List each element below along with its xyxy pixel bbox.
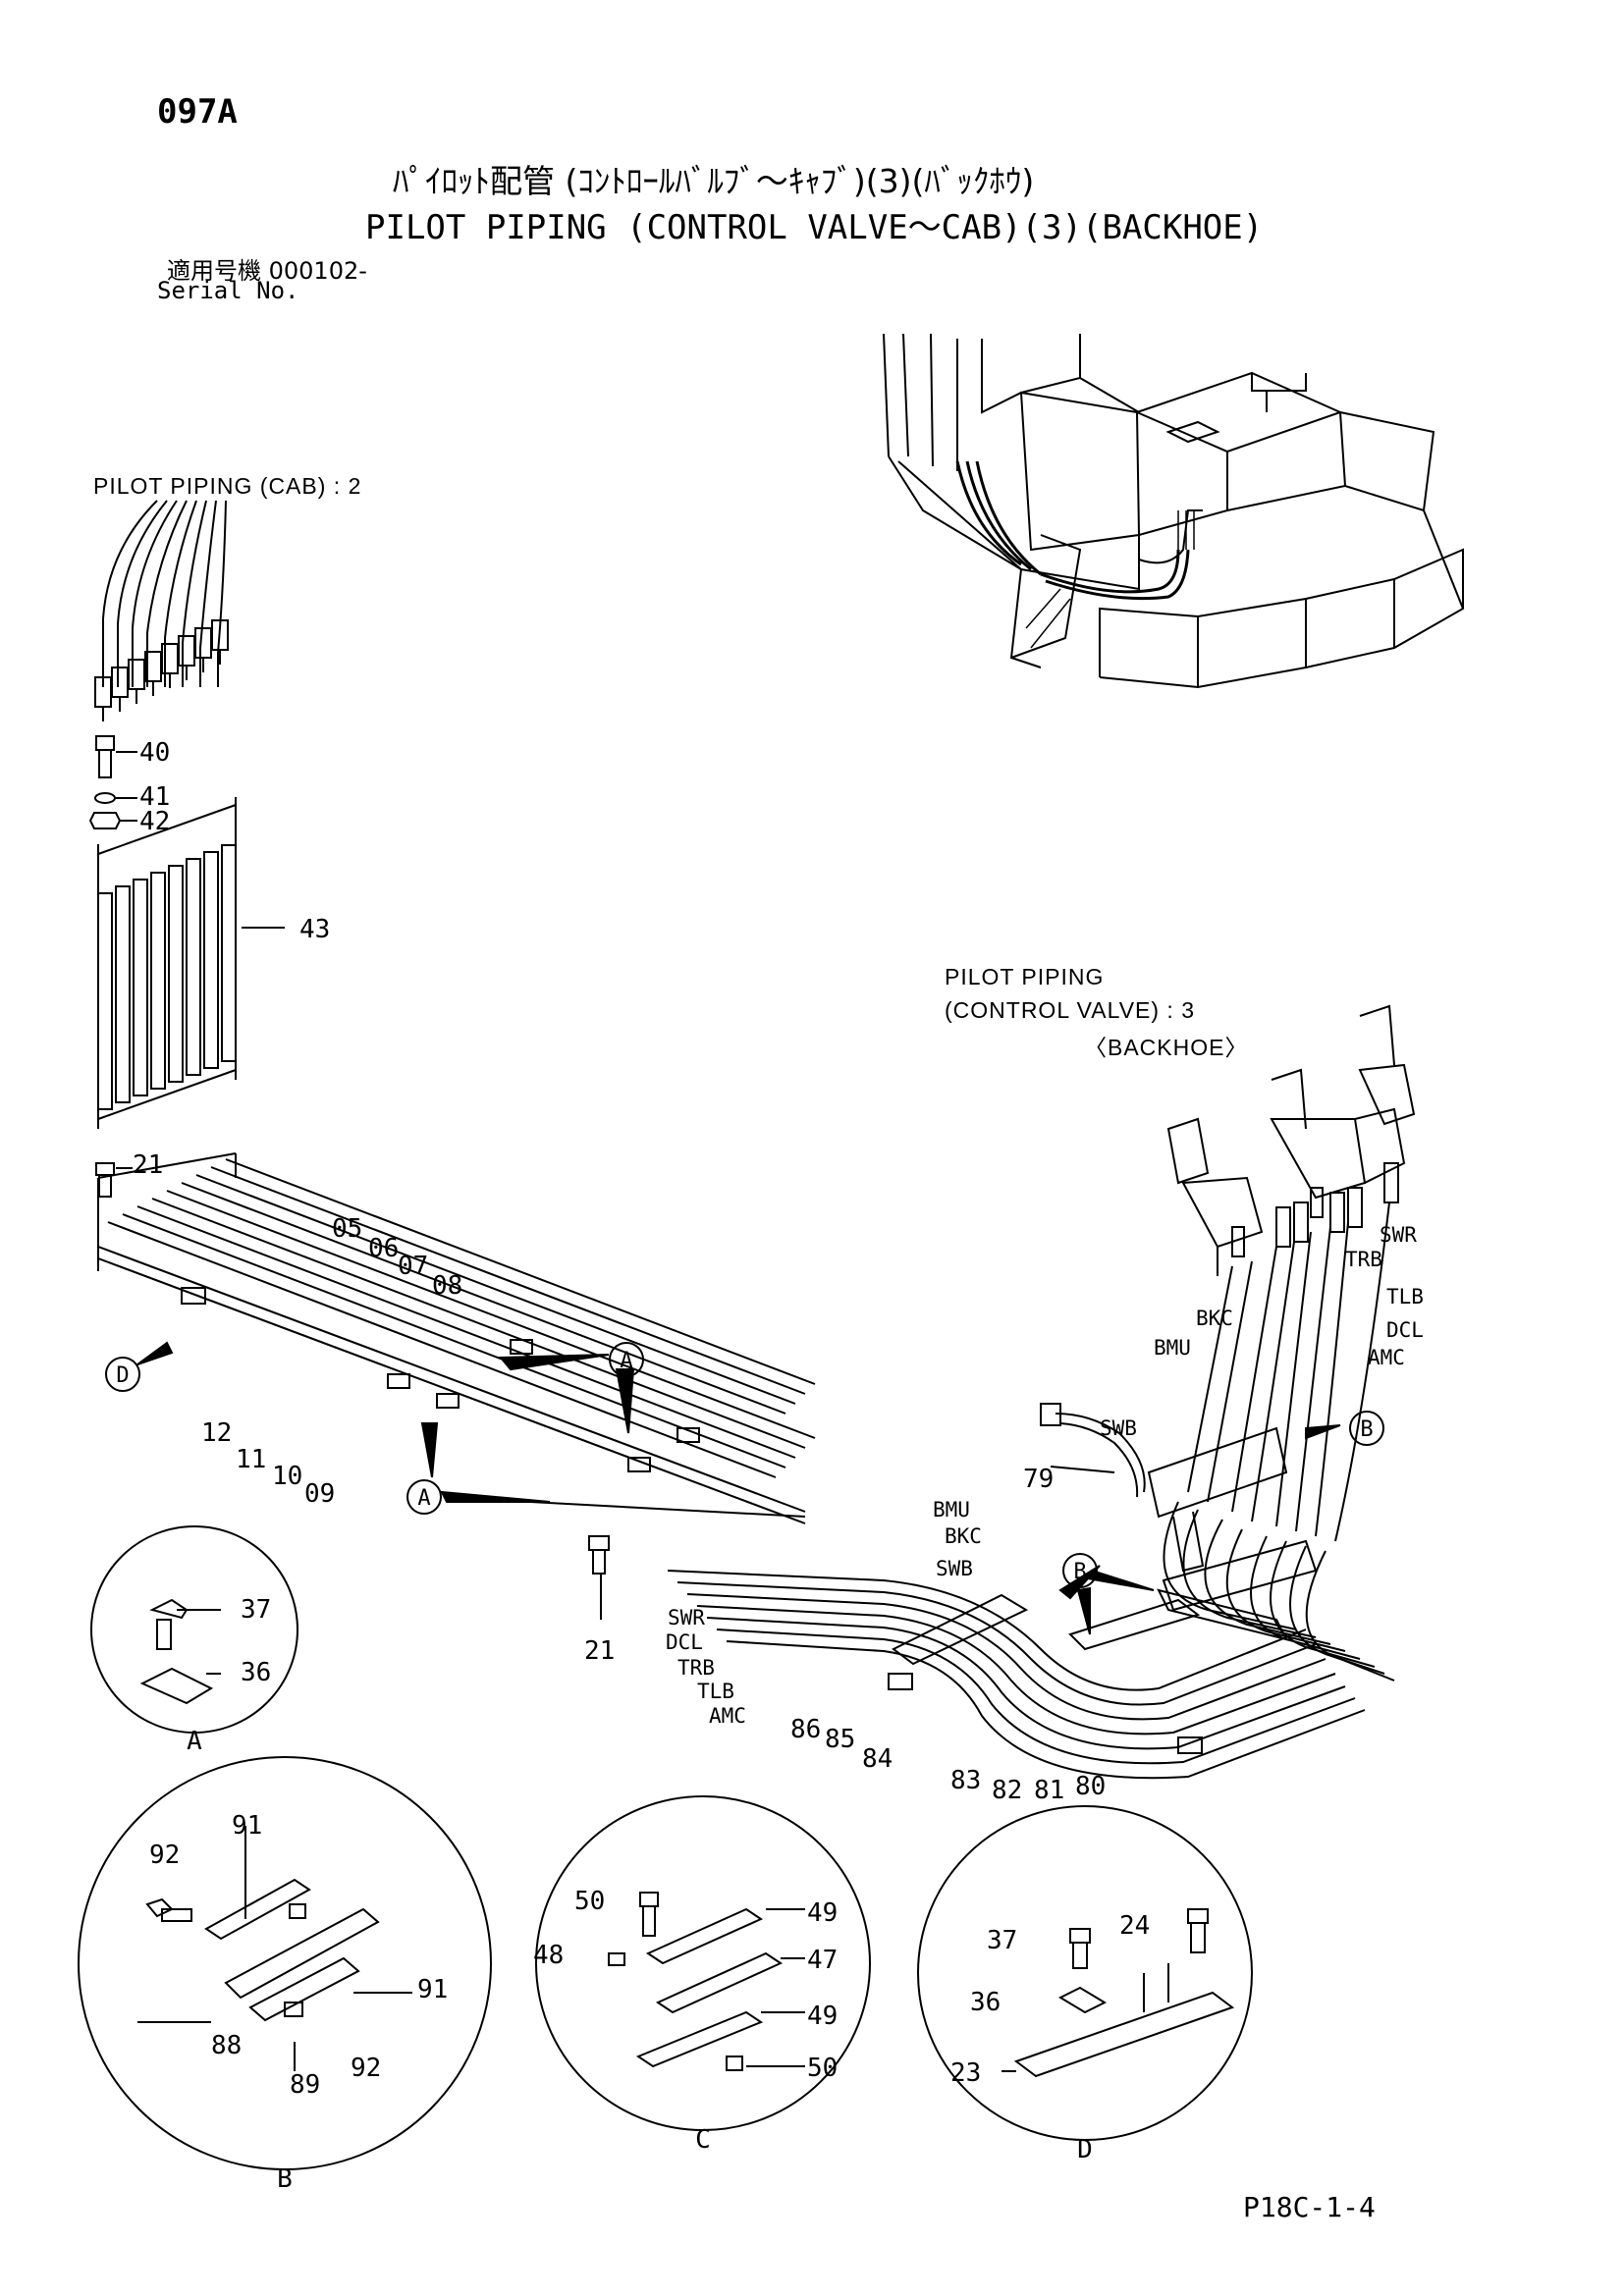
detail-a: [90, 1525, 298, 1734]
callout-number-36: 36: [970, 1988, 1001, 2017]
callout-number-40: 40: [139, 738, 170, 768]
port-label-bmu: BMU: [933, 1498, 970, 1522]
port-label-bkc: BKC: [945, 1524, 982, 1548]
port-label-amc: AMC: [1368, 1346, 1405, 1369]
port-label-trb: TRB: [1345, 1248, 1382, 1271]
hose-79: [1040, 1403, 1146, 1498]
callout-number-91: 91: [232, 1811, 262, 1841]
view-marker-a: A: [417, 1486, 430, 1511]
callout-number-37: 37: [241, 1595, 271, 1625]
detail-label-b: B: [277, 2164, 293, 2194]
page-title-japanese: ﾊﾟｲﾛｯﾄ配管 (ｺﾝﾄﾛｰﾙﾊﾞﾙﾌﾞ～ｷｬﾌﾞ)(3)(ﾊﾞｯｸﾎｳ): [393, 162, 1035, 200]
callout-number-91: 91: [417, 1975, 448, 2004]
callout-number-92: 92: [149, 1841, 180, 1870]
callout-number-86: 86: [790, 1715, 821, 1744]
view-arrows-a: [136, 1341, 635, 1503]
view-arrows-b: [1058, 1424, 1341, 1635]
pipe-run-80-86: [667, 1570, 1366, 1780]
port-label-swb: SWB: [936, 1557, 973, 1580]
view-marker-a: A: [620, 1349, 632, 1373]
hose-assembly-43: [97, 797, 285, 1129]
section-label-control-valve-2: (CONTROL VALVE) : 3: [945, 997, 1196, 1023]
port-label-dcl: DCL: [1386, 1318, 1424, 1342]
view-marker-b: B: [1073, 1560, 1086, 1584]
callout-number-08: 08: [432, 1271, 462, 1301]
detail-d: [917, 1805, 1253, 2141]
callout-number-37: 37: [987, 1926, 1017, 1955]
adapter-21: [95, 1162, 133, 1198]
detail-label-c: C: [695, 2125, 711, 2155]
port-label-swr: SWR: [1380, 1223, 1417, 1247]
view-marker-shapes: [105, 1342, 1384, 1588]
section-label-control-valve-1: PILOT PIPING: [945, 964, 1105, 989]
callout-number-88: 88: [211, 2031, 242, 2060]
callout-number-85: 85: [825, 1725, 855, 1754]
callout-number-50: 50: [574, 1887, 605, 1916]
adapter-21-center: [588, 1535, 610, 1620]
detail-b: [78, 1756, 492, 2170]
serial-label: Serial No.: [157, 277, 299, 304]
callout-number-06: 06: [368, 1234, 399, 1263]
port-label-bmu: BMU: [1154, 1336, 1191, 1360]
machine-overview-illustration: [883, 333, 1465, 689]
detail-label-a: A: [187, 1727, 202, 1756]
callout-number-12: 12: [201, 1418, 232, 1448]
port-label-trb: TRB: [677, 1656, 715, 1680]
callout-number-79: 79: [1023, 1465, 1054, 1494]
callout-number-43: 43: [299, 915, 330, 944]
callout-number-21: 21: [584, 1636, 615, 1666]
control-valve-blocks: [1166, 1004, 1416, 1276]
callout-number-48: 48: [533, 1941, 564, 1970]
port-label-amc: AMC: [709, 1704, 746, 1728]
page-title: PILOT PIPING (CONTROL VALVE～CAB)(3)(BACK…: [365, 208, 1264, 247]
callout-number-92: 92: [351, 2054, 381, 2083]
callout-number-36: 36: [241, 1658, 271, 1687]
serial-label-japanese: 適用号機 000102-: [167, 257, 367, 285]
page-code: 097A: [157, 92, 238, 132]
section-label-control-valve-3: 〈BACKHOE〉: [1084, 1035, 1249, 1060]
callout-number-89: 89: [290, 2070, 320, 2100]
pipe-bundle-right: [1147, 1201, 1395, 1682]
callout-number-47: 47: [807, 1946, 838, 1975]
callout-number-42: 42: [139, 807, 170, 836]
callout-number-07: 07: [398, 1252, 428, 1281]
port-label-swr: SWR: [668, 1606, 705, 1629]
view-marker-b: B: [1360, 1417, 1373, 1442]
callout-number-21: 21: [133, 1150, 163, 1180]
port-label-tlb: TLB: [1386, 1285, 1424, 1308]
callout-number-24: 24: [1119, 1911, 1150, 1941]
callout-number-49: 49: [807, 1898, 838, 1928]
fitting-stack: [88, 735, 137, 829]
callout-number-84: 84: [862, 1744, 893, 1774]
callout-number-23: 23: [950, 2058, 981, 2088]
hose-run-05-12: [97, 1152, 816, 1524]
callout-number-09: 09: [304, 1479, 335, 1509]
callout-number-81: 81: [1034, 1776, 1064, 1805]
callout-number-41: 41: [139, 782, 170, 812]
callout-number-83: 83: [950, 1766, 981, 1795]
callout-number-05: 05: [332, 1214, 362, 1244]
callout-number-11: 11: [236, 1445, 266, 1474]
port-label-dcl: DCL: [666, 1630, 703, 1654]
callout-number-80: 80: [1075, 1772, 1106, 1801]
callout-number-50: 50: [807, 2054, 838, 2083]
port-label-bkc: BKC: [1196, 1307, 1233, 1330]
port-label-swb: SWB: [1100, 1416, 1137, 1440]
cab-hose-bundle: [94, 500, 229, 721]
callout-number-49: 49: [807, 2002, 838, 2031]
callout-number-10: 10: [272, 1462, 302, 1491]
detail-label-d: D: [1077, 2135, 1093, 2164]
view-marker-d: D: [116, 1363, 129, 1388]
port-label-tlb: TLB: [697, 1680, 734, 1703]
detail-c: [535, 1795, 871, 2131]
section-label-cab: PILOT PIPING (CAB) : 2: [93, 473, 362, 499]
callout-number-82: 82: [992, 1776, 1022, 1805]
page-number: P18C-1-4: [1243, 2191, 1376, 2223]
